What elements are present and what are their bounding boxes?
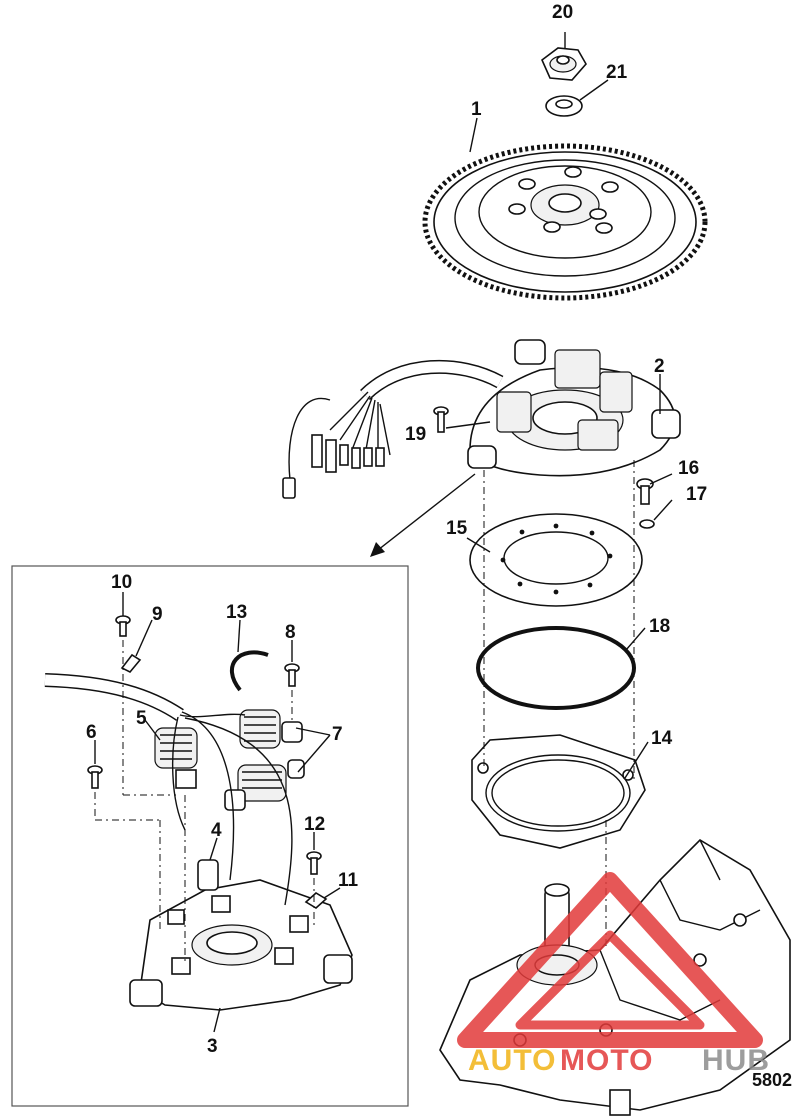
inset-coil-5-part <box>154 727 198 789</box>
screw-16-part <box>636 478 654 505</box>
callout-3: 3 <box>207 1036 218 1057</box>
detail-inset-frame <box>11 565 409 1107</box>
washer-part <box>545 95 583 117</box>
callout-labels: 20 21 1 2 19 16 17 15 18 14 10 9 13 8 7 … <box>86 2 707 1057</box>
watermark-text-auto: AUTO <box>468 1044 556 1077</box>
watermark-text-moto: MOTO <box>560 1044 653 1077</box>
callout-5: 5 <box>136 708 147 729</box>
inset-ground-tab-part <box>197 859 219 891</box>
callout-12: 12 <box>304 814 325 835</box>
inset-screw-6-part <box>87 765 103 789</box>
inset-screw-12-part <box>306 851 322 875</box>
callout-21: 21 <box>606 62 628 83</box>
callout-13: 13 <box>226 602 247 623</box>
callout-4: 4 <box>211 820 222 841</box>
callout-11: 11 <box>338 870 359 891</box>
callout-20: 20 <box>552 2 573 23</box>
callout-10: 10 <box>111 572 132 593</box>
inset-screw-8-part <box>284 663 300 687</box>
inset-base-plate-part <box>129 879 353 1011</box>
stator-assembly-part <box>282 339 681 499</box>
callout-9: 9 <box>152 604 163 625</box>
inset-cable-part <box>44 673 293 906</box>
washer-17-part <box>639 519 655 529</box>
callout-19: 19 <box>405 424 426 445</box>
detail-arrow <box>370 473 476 557</box>
screw-19-part <box>433 406 449 433</box>
inset-coil-7b-part <box>224 759 305 811</box>
alignment-lines <box>483 460 635 950</box>
watermark-text-hub: HUB <box>702 1044 770 1077</box>
flywheel-part <box>422 143 708 301</box>
inset-screw-10-part <box>115 615 131 637</box>
callout-18: 18 <box>649 616 670 637</box>
stator-base-part <box>471 734 646 849</box>
leader-lines <box>94 32 673 1033</box>
figure-number: 5802 <box>752 1070 792 1090</box>
inset-clip-part <box>229 650 269 692</box>
callout-14: 14 <box>651 728 673 749</box>
inset-coil-7a-part <box>239 709 303 749</box>
callout-2: 2 <box>654 356 665 377</box>
callout-15: 15 <box>446 518 468 539</box>
plate-part <box>469 513 643 607</box>
callout-16: 16 <box>678 458 699 479</box>
callout-8: 8 <box>285 622 296 643</box>
inset-tab-9-part <box>120 653 142 673</box>
callout-7: 7 <box>332 724 343 745</box>
inset-guide-lines <box>94 640 315 965</box>
inset-tab-11-part <box>304 892 328 909</box>
callout-6: 6 <box>86 722 97 743</box>
nut-part <box>541 47 587 81</box>
callout-1: 1 <box>471 99 482 120</box>
o-ring-part <box>476 626 636 710</box>
callout-17: 17 <box>686 484 707 505</box>
watermark-logo: AUTO MOTO HUB <box>457 872 770 1077</box>
